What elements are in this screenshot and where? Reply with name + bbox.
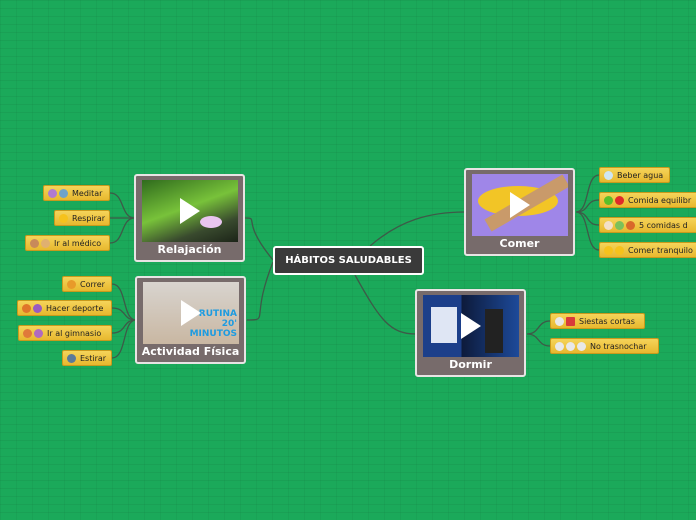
leaf-label: Comida equilibr [628,195,692,205]
connector [526,320,551,347]
leaf-label: Correr [80,279,105,289]
leaf-ir-al-medico[interactable]: Ir al médico [25,235,110,251]
leaf-correr[interactable]: Correr [62,276,112,292]
topic-actividad-fisica[interactable]: RUTINA 20' MINUTOS Actividad Física [135,276,246,364]
topic-label: Dormir [449,358,492,371]
person-sport-icon [33,303,42,313]
man-meditating-icon [59,188,68,198]
connector [111,283,137,359]
leaf-label: Meditar [72,188,103,198]
leaf-label: Beber agua [617,170,664,180]
weightlifter-icon [34,328,43,338]
leaf-label: Ir al gimnasio [47,328,102,338]
leaf-ir-al-gimnasio[interactable]: Ir al gimnasio [18,325,112,341]
thumbnail-text: RUTINA 20' MINUTOS [189,309,237,340]
leaf-comer-tranquilo[interactable]: Comer tranquilo [599,242,696,258]
leaf-label: Ir al médico [54,238,102,248]
bed-icon [566,316,575,326]
leaf-5-comidas[interactable]: 5 comidas d [599,217,696,233]
leaf-label: Respirar [72,213,106,223]
leaf-meditar[interactable]: Meditar [43,185,110,201]
play-icon[interactable] [510,192,530,218]
yum-face-icon [615,245,624,255]
clock-icon [577,341,586,351]
clock-icon [555,341,564,351]
leaf-no-trasnochar[interactable]: No trasnochar [550,338,659,354]
smiling-face-icon [604,245,613,255]
leaf-hacer-deporte[interactable]: Hacer deporte [17,300,112,316]
video-thumbnail[interactable] [423,295,519,357]
woman-health-worker-icon [30,238,39,248]
water-glass-icon [604,170,613,180]
video-thumbnail[interactable] [142,180,238,242]
central-topic[interactable]: HÁBITOS SALUDABLES [273,246,424,275]
connector [246,261,274,321]
leaf-label: No trasnochar [590,341,647,351]
play-icon[interactable] [181,300,201,326]
weightlifter-icon [23,328,32,338]
egg-icon [604,220,613,230]
connector [354,274,417,335]
video-thumbnail[interactable]: RUTINA 20' MINUTOS [143,282,239,344]
sneaker-icon [67,353,76,363]
person-sport-icon [22,303,31,313]
leaf-label: Comer tranquilo [628,245,693,255]
leaf-siestas-cortas[interactable]: Siestas cortas [550,313,645,329]
leaf-respirar[interactable]: Respirar [54,210,110,226]
pizza-icon [626,220,635,230]
topic-label: Relajación [157,243,222,256]
central-topic-title: HÁBITOS SALUDABLES [285,255,412,266]
runner-icon [67,279,76,289]
face-exhaling-icon [59,213,68,223]
leaf-comida-equilibrada[interactable]: Comida equilibr [599,192,696,208]
play-icon[interactable] [461,313,481,339]
timer-icon [555,316,564,326]
connector [575,174,600,251]
leaf-label: Hacer deporte [46,303,104,313]
connector [109,192,136,244]
topic-relajacion[interactable]: Relajación [134,174,245,262]
connector [244,217,274,261]
play-icon[interactable] [180,198,200,224]
clock-icon [566,341,575,351]
video-thumbnail[interactable] [472,174,568,236]
green-apple-icon [604,195,613,205]
red-apple-icon [615,195,624,205]
leaf-label: 5 comidas d [639,220,688,230]
leaf-beber-agua[interactable]: Beber agua [599,167,670,183]
woman-meditating-icon [48,188,57,198]
salad-icon [615,220,624,230]
topic-label: Comer [499,237,540,250]
man-health-worker-icon [41,238,50,248]
topic-dormir[interactable]: Dormir [415,289,526,377]
leaf-label: Estirar [80,353,107,363]
leaf-estirar[interactable]: Estirar [62,350,112,366]
topic-comer[interactable]: Comer [464,168,575,256]
topic-label: Actividad Física [141,345,240,358]
connector [369,211,466,247]
leaf-label: Siestas cortas [579,316,635,326]
